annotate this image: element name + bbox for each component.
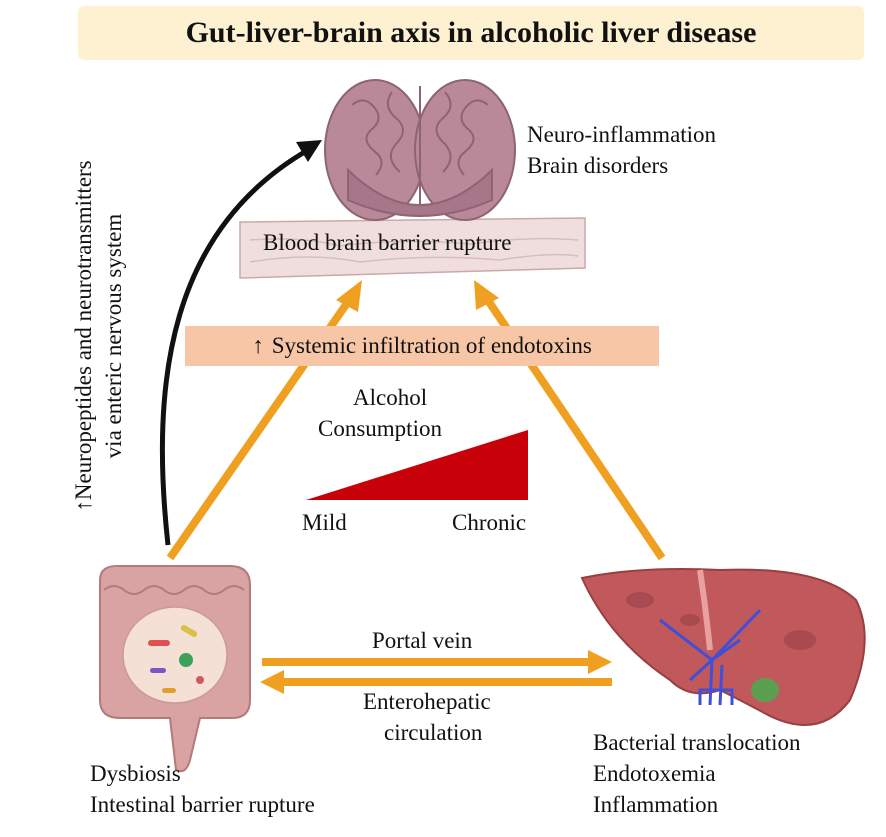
- systemic-infiltration-box: ↑ Systemic infiltration of endotoxins: [185, 326, 659, 366]
- up-arrow-glyph: ↑: [252, 333, 264, 358]
- enterohepatic-arrow: [260, 670, 612, 694]
- black-arrow-enteric: [159, 140, 322, 546]
- alcohol-label-line2: Consumption: [318, 416, 442, 441]
- liver-label-inflammation: Inflammation: [593, 792, 719, 817]
- portal-vein-arrow: [262, 650, 612, 674]
- liver-label-translocation: Bacterial translocation: [593, 730, 801, 755]
- blood-brain-barrier-band: [239, 217, 586, 279]
- gut-label-dysbiosis: Dysbiosis: [90, 761, 181, 786]
- brain-illustration: [324, 79, 516, 221]
- enteric-label-line2: via enteric nervous system: [101, 213, 126, 459]
- alcohol-label-mild: Mild: [302, 510, 347, 535]
- gut-label-barrier-rupture: Intestinal barrier rupture: [90, 792, 315, 817]
- enteric-text-block: ↑Neuropeptides and neurotransmitters via…: [69, 76, 131, 596]
- page-title: Gut-liver-brain axis in alcoholic liver …: [185, 16, 757, 49]
- enteric-label-line1: ↑Neuropeptides and neurotransmitters: [71, 160, 96, 512]
- portal-vein-label: Portal vein: [372, 628, 473, 653]
- alcohol-label-chronic: Chronic: [452, 510, 527, 535]
- liver-illustration: [580, 568, 866, 726]
- barrier-label: Blood brain barrier rupture: [263, 230, 512, 255]
- liver-label-endotoxemia: Endotoxemia: [593, 761, 716, 786]
- alcohol-label-line1: Alcohol: [353, 385, 428, 410]
- title-box: Gut-liver-brain axis in alcoholic liver …: [78, 6, 864, 60]
- systemic-infiltration-label: Systemic infiltration of endotoxins: [271, 333, 592, 358]
- brain-label-disorders: Brain disorders: [527, 153, 669, 178]
- alcohol-wedge: [306, 430, 528, 500]
- brain-label-neuroinflammation: Neuro-inflammation: [527, 122, 717, 147]
- enterohepatic-label-line2: circulation: [384, 720, 483, 745]
- intestine-illustration: [99, 564, 251, 773]
- enterohepatic-label-line1: Enterohepatic: [363, 689, 491, 714]
